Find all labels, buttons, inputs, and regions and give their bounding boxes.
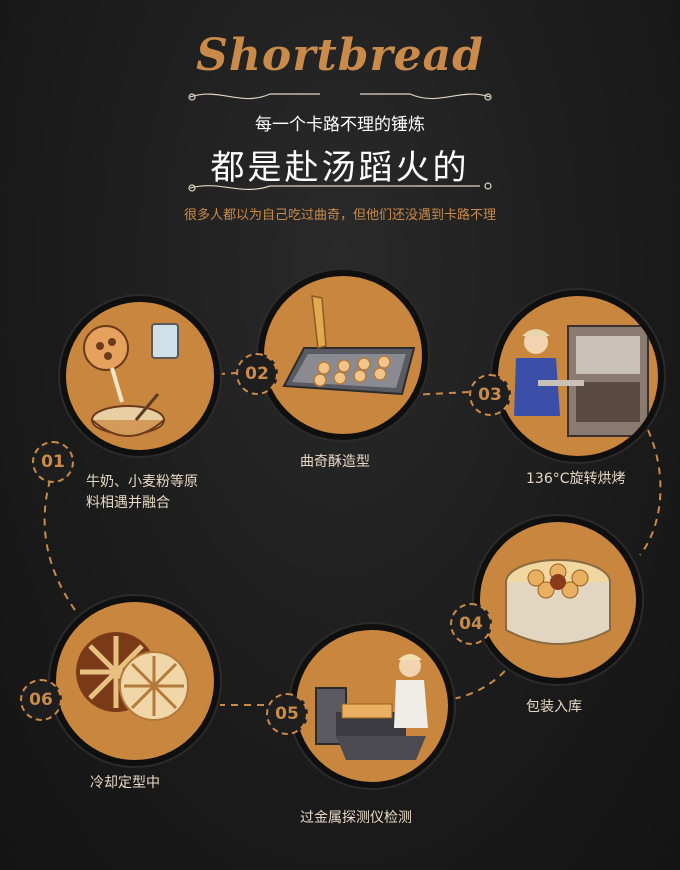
step-03-label: 136°C旋转烘烤 [526, 471, 626, 487]
subtitle-line2: 都是赴汤蹈火的 [210, 148, 470, 188]
metal-detector-icon [315, 654, 428, 760]
step-05-circle [290, 624, 454, 788]
subtitle-line1: 每一个卡路不理的锤炼 [255, 115, 425, 135]
step-01-circle [60, 296, 220, 456]
step-01-label: 牛奶、小麦粉等原 料相遇并融合 [86, 474, 198, 511]
step-03-circle [492, 290, 664, 462]
step-02-label: 曲奇酥造型 [300, 454, 370, 470]
step-02-number: 02 [236, 353, 278, 395]
tagline: 很多人都以为自己吃过曲奇，但他们还没遇到卡路不理 [183, 208, 496, 223]
ornament-bottom [188, 182, 492, 192]
ornament-top [188, 93, 492, 101]
step-05-number: 05 [266, 693, 308, 735]
step-04-label: 包装入库 [526, 699, 582, 715]
step-06-label: 冷却定型中 [90, 775, 160, 791]
mixing-bowl-icon [83, 323, 179, 437]
step-04-circle [474, 516, 642, 684]
step-03-number: 03 [469, 374, 511, 416]
step-06-circle [50, 596, 220, 766]
step-05-label: 过金属探测仪检测 [300, 810, 412, 826]
step-04-number: 04 [450, 603, 492, 645]
step-02-circle [258, 270, 428, 440]
cooling-cookies-icon [76, 632, 189, 721]
script-title: Shortbread [196, 30, 484, 81]
step-01-number: 01 [32, 441, 74, 483]
piping-tray-icon [282, 295, 416, 396]
step-06-number: 06 [20, 679, 62, 721]
oven-worker-icon [514, 325, 649, 437]
cookie-tin-icon [505, 559, 611, 645]
